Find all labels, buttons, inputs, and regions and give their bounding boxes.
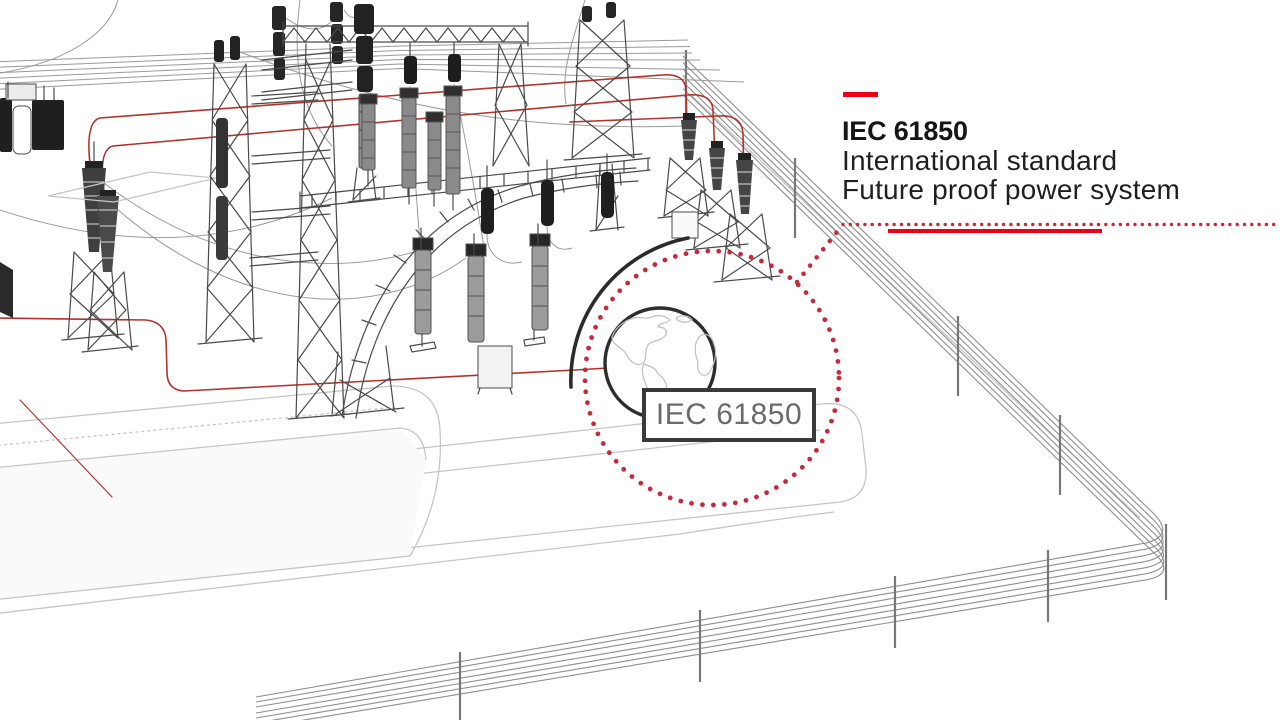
right-jumper-towers bbox=[657, 113, 781, 283]
info-subline-2: Future proof power system bbox=[842, 174, 1181, 205]
lattice-tower-right-center bbox=[563, 2, 643, 161]
transformer-group bbox=[0, 81, 64, 318]
dotted-connector-line bbox=[794, 224, 844, 285]
red-underline bbox=[888, 229, 1102, 233]
perimeter-fence bbox=[255, 50, 1168, 720]
insulator-columns-mid bbox=[359, 85, 463, 211]
accent-dash bbox=[843, 92, 878, 97]
fence-posts bbox=[458, 50, 1168, 720]
surge-arrester-towers bbox=[47, 141, 217, 353]
bus-wires bbox=[0, 0, 745, 300]
callout bbox=[569, 222, 1279, 508]
info-subline-1: International standard bbox=[842, 145, 1118, 176]
lattice-tower-left-center bbox=[197, 36, 331, 345]
control-building bbox=[0, 385, 442, 600]
info-headline: IEC 61850 bbox=[842, 116, 968, 146]
callout-dotted-circle bbox=[582, 248, 842, 508]
portal-gantry bbox=[282, 21, 530, 420]
cvt-column-row bbox=[261, 2, 353, 101]
iec-badge: IEC 61850 bbox=[642, 388, 816, 442]
callout-arc bbox=[569, 236, 690, 389]
hanging-insulators bbox=[481, 153, 614, 234]
iec-badge-label: IEC 61850 bbox=[655, 398, 803, 431]
front-bushing-columns bbox=[409, 223, 551, 395]
